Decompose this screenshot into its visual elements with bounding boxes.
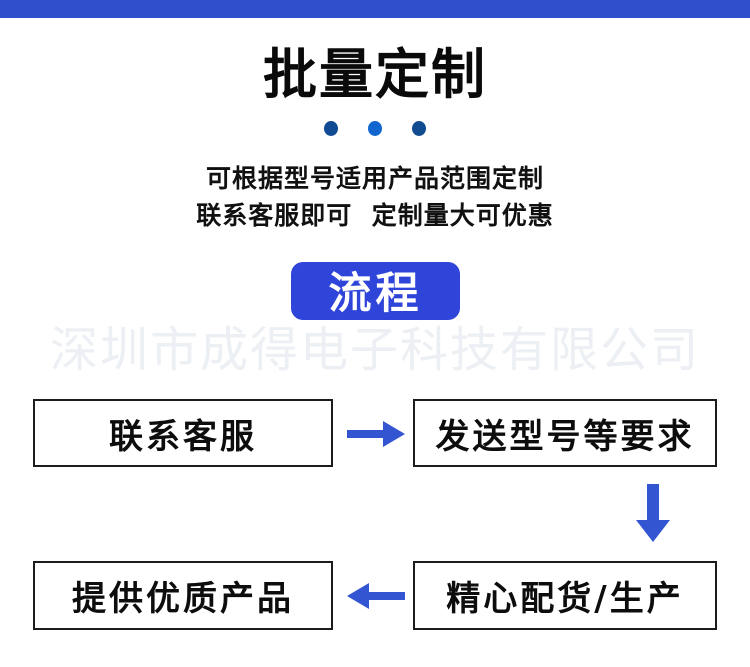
- dot-left: [324, 121, 338, 136]
- process-badge: 流程: [291, 262, 460, 320]
- dot-separator: [0, 121, 750, 136]
- top-accent-bar: [0, 0, 750, 18]
- page-title: 批量定制: [263, 43, 487, 106]
- subtitle-line-1: 可根据型号适用产品范围定制: [205, 164, 544, 193]
- arrow-down-icon: [636, 484, 670, 542]
- flow-step-contact: 联系客服: [33, 399, 333, 467]
- dot-middle: [368, 121, 382, 136]
- flow-step-produce: 精心配货/生产: [413, 561, 717, 630]
- subtitle-block: 可根据型号适用产品范围定制 联系客服即可 定制量大可优惠: [0, 160, 750, 234]
- subtitle-line-2: 联系客服即可 定制量大可优惠: [196, 201, 554, 230]
- flow-step-deliver: 提供优质产品: [33, 561, 333, 630]
- arrow-right-icon: [347, 421, 405, 447]
- dot-right: [412, 121, 426, 136]
- flow-step-send: 发送型号等要求: [413, 399, 717, 467]
- arrow-left-icon: [347, 583, 405, 609]
